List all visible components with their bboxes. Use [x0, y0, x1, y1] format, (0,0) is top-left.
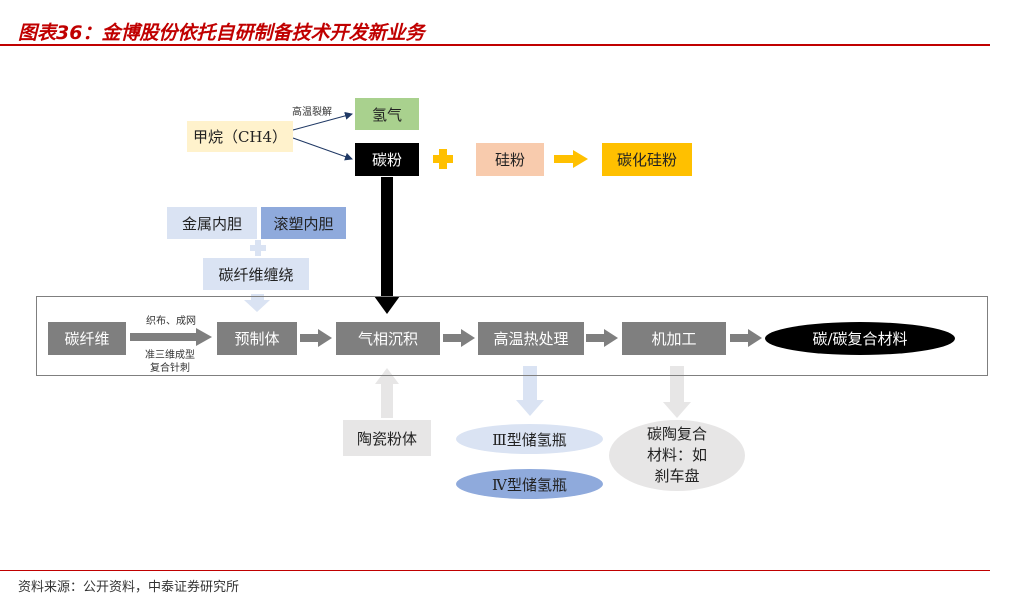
footer-rule	[0, 570, 990, 571]
rotomold-liner-box: 滚塑内胆	[261, 207, 346, 239]
methane-label: 甲烷（CH4）	[192, 128, 288, 146]
ceramic-powder-label: 陶瓷粉体	[356, 429, 417, 448]
hydrogen-box: 氢气	[355, 98, 419, 130]
arrow-fiber-to-preform	[130, 328, 212, 346]
type4-bottle-label: Ⅳ型储氢瓶	[492, 475, 567, 494]
arrow-to-silicon-carbide	[554, 150, 588, 168]
ceramic-composite-line-3: 刹车盘	[654, 467, 700, 485]
pyrolysis-label: 高温裂解	[292, 107, 332, 118]
needling-label-1: 准三维成型	[145, 350, 195, 361]
plus-icon	[433, 149, 453, 169]
metal-liner-box: 金属内胆	[167, 207, 257, 239]
carbon-fiber-box: 碳纤维	[48, 322, 126, 355]
arrow-heat-to-machining	[586, 329, 618, 347]
carbon-fiber-winding-box: 碳纤维缠绕	[203, 258, 309, 290]
silicon-powder-box: 硅粉	[476, 143, 544, 176]
machining-box: 机加工	[622, 322, 726, 355]
cc-composite-ellipse: 碳/碳复合材料	[765, 322, 955, 355]
arrow-cvd-to-heat	[443, 329, 475, 347]
carbon-fiber-label: 碳纤维	[64, 330, 110, 348]
source-note: 资料来源：公开资料，中泰证券研究所	[18, 580, 240, 595]
cc-composite-label: 碳/碳复合材料	[812, 330, 908, 348]
silicon-carbide-box: 碳化硅粉	[602, 143, 692, 176]
arrow-methane-hydrogen	[292, 111, 353, 131]
cvd-box: 气相沉积	[336, 322, 440, 355]
preform-label: 预制体	[234, 330, 280, 348]
arrow-methane-carbon	[292, 137, 353, 161]
metal-liner-label: 金属内胆	[181, 214, 242, 233]
needling-label-2: 复合针刺	[150, 363, 190, 374]
plus-icon-light	[250, 240, 266, 256]
winding-label: 碳纤维缠绕	[218, 265, 294, 284]
cvd-label: 气相沉积	[357, 330, 418, 348]
header-rule	[0, 44, 990, 46]
arrow-heat-to-bottles	[516, 366, 544, 416]
carbon-powder-label: 碳粉	[371, 151, 402, 169]
silicon-powder-label: 硅粉	[494, 151, 525, 169]
arrow-preform-to-cvd	[300, 329, 332, 347]
carbon-powder-box: 碳粉	[355, 143, 419, 176]
arrow-ceramic-to-cvd	[375, 368, 399, 418]
methane-box: 甲烷（CH4）	[187, 121, 293, 152]
arrow-carbon-to-cvd-shaft	[381, 177, 393, 298]
ceramic-powder-box: 陶瓷粉体	[343, 420, 431, 456]
silicon-carbide-label: 碳化硅粉	[616, 151, 677, 169]
heat-treatment-box: 高温热处理	[478, 322, 584, 355]
arrow-machining-to-ceramic	[663, 366, 691, 418]
ceramic-composite-line-1: 碳陶复合	[646, 425, 707, 443]
rotomold-liner-label: 滚塑内胆	[273, 214, 334, 233]
weaving-label: 织布、成网	[146, 316, 196, 327]
arrow-carbon-to-cvd-head	[374, 296, 400, 314]
type3-bottle-label: Ⅲ型储氢瓶	[492, 430, 567, 449]
hydrogen-label: 氢气	[371, 105, 402, 124]
heat-treatment-label: 高温热处理	[493, 330, 569, 348]
ceramic-composite-ellipse: 碳陶复合 材料：如 刹车盘	[609, 420, 745, 491]
type3-bottle-ellipse: Ⅲ型储氢瓶	[456, 424, 603, 454]
figure-title: 图表36：金博股份依托自研制备技术开发新业务	[18, 22, 425, 44]
machining-label: 机加工	[651, 330, 697, 348]
type4-bottle-ellipse: Ⅳ型储氢瓶	[456, 469, 603, 499]
process-frame	[36, 296, 988, 376]
arrow-winding-to-preform	[244, 294, 270, 312]
ceramic-composite-line-2: 材料：如	[646, 446, 707, 464]
preform-box: 预制体	[217, 322, 297, 355]
arrow-machining-to-cc	[730, 329, 762, 347]
